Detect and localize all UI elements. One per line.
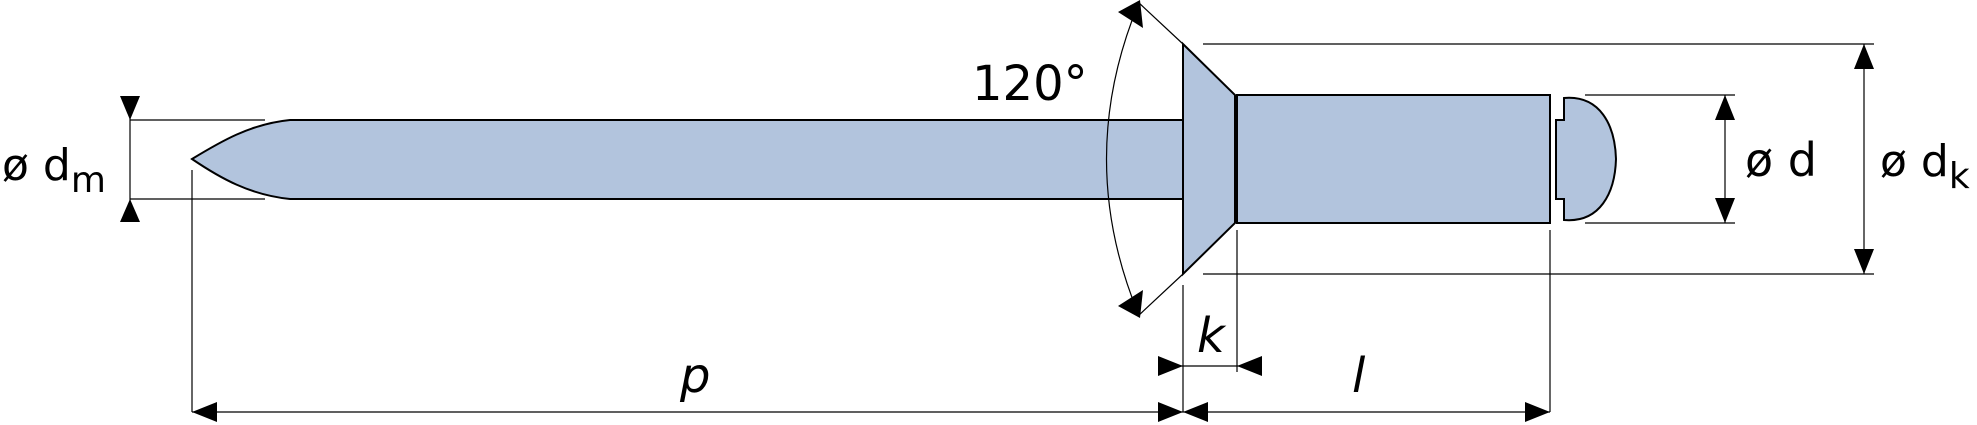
arrow-down — [1715, 198, 1735, 223]
arrow-right — [1525, 402, 1550, 422]
label-mandrel-diameter-sub: m — [71, 160, 106, 201]
arrow-left — [1237, 356, 1262, 376]
arrow-angle-bottom — [1118, 290, 1143, 318]
label-shank-length: l — [1352, 348, 1366, 404]
arrow-angle-top — [1118, 0, 1143, 28]
countersunk-head — [1182, 41, 1236, 277]
arrow-up — [120, 199, 140, 222]
label-angle: 120° — [972, 56, 1088, 112]
label-head-diameter-sub: k — [1949, 156, 1970, 197]
dimension-head-diameter — [1854, 44, 1874, 274]
dimension-shank-length — [1183, 402, 1550, 422]
arrow-left — [192, 402, 217, 422]
rivet-body — [190, 41, 1618, 277]
arrow-up — [1854, 44, 1874, 69]
mandrel — [190, 119, 1184, 200]
dimension-head-height — [1158, 356, 1262, 376]
arrow-down — [1854, 249, 1874, 274]
label-head-diameter: ø dk — [1880, 136, 1970, 197]
arrow-right — [1158, 402, 1183, 422]
dimension-angle — [1105, 0, 1143, 318]
dimension-mandrel-diameter — [120, 96, 140, 222]
label-shank-diameter: ø d — [1745, 133, 1817, 187]
arrow-up — [1715, 95, 1735, 120]
rivet-shank — [1236, 94, 1551, 224]
mandrel-head — [1555, 96, 1618, 222]
label-head-height: k — [1197, 308, 1227, 364]
dimension-shank-diameter — [1715, 95, 1735, 223]
arrow-left — [1183, 402, 1208, 422]
dimension-mandrel-length — [192, 402, 1183, 422]
label-mandrel-diameter: ø dm — [2, 140, 106, 201]
arrow-down — [120, 96, 140, 120]
arrow-right — [1158, 356, 1183, 376]
label-mandrel-length: p — [679, 348, 710, 404]
extension-lines — [130, 1, 1874, 412]
